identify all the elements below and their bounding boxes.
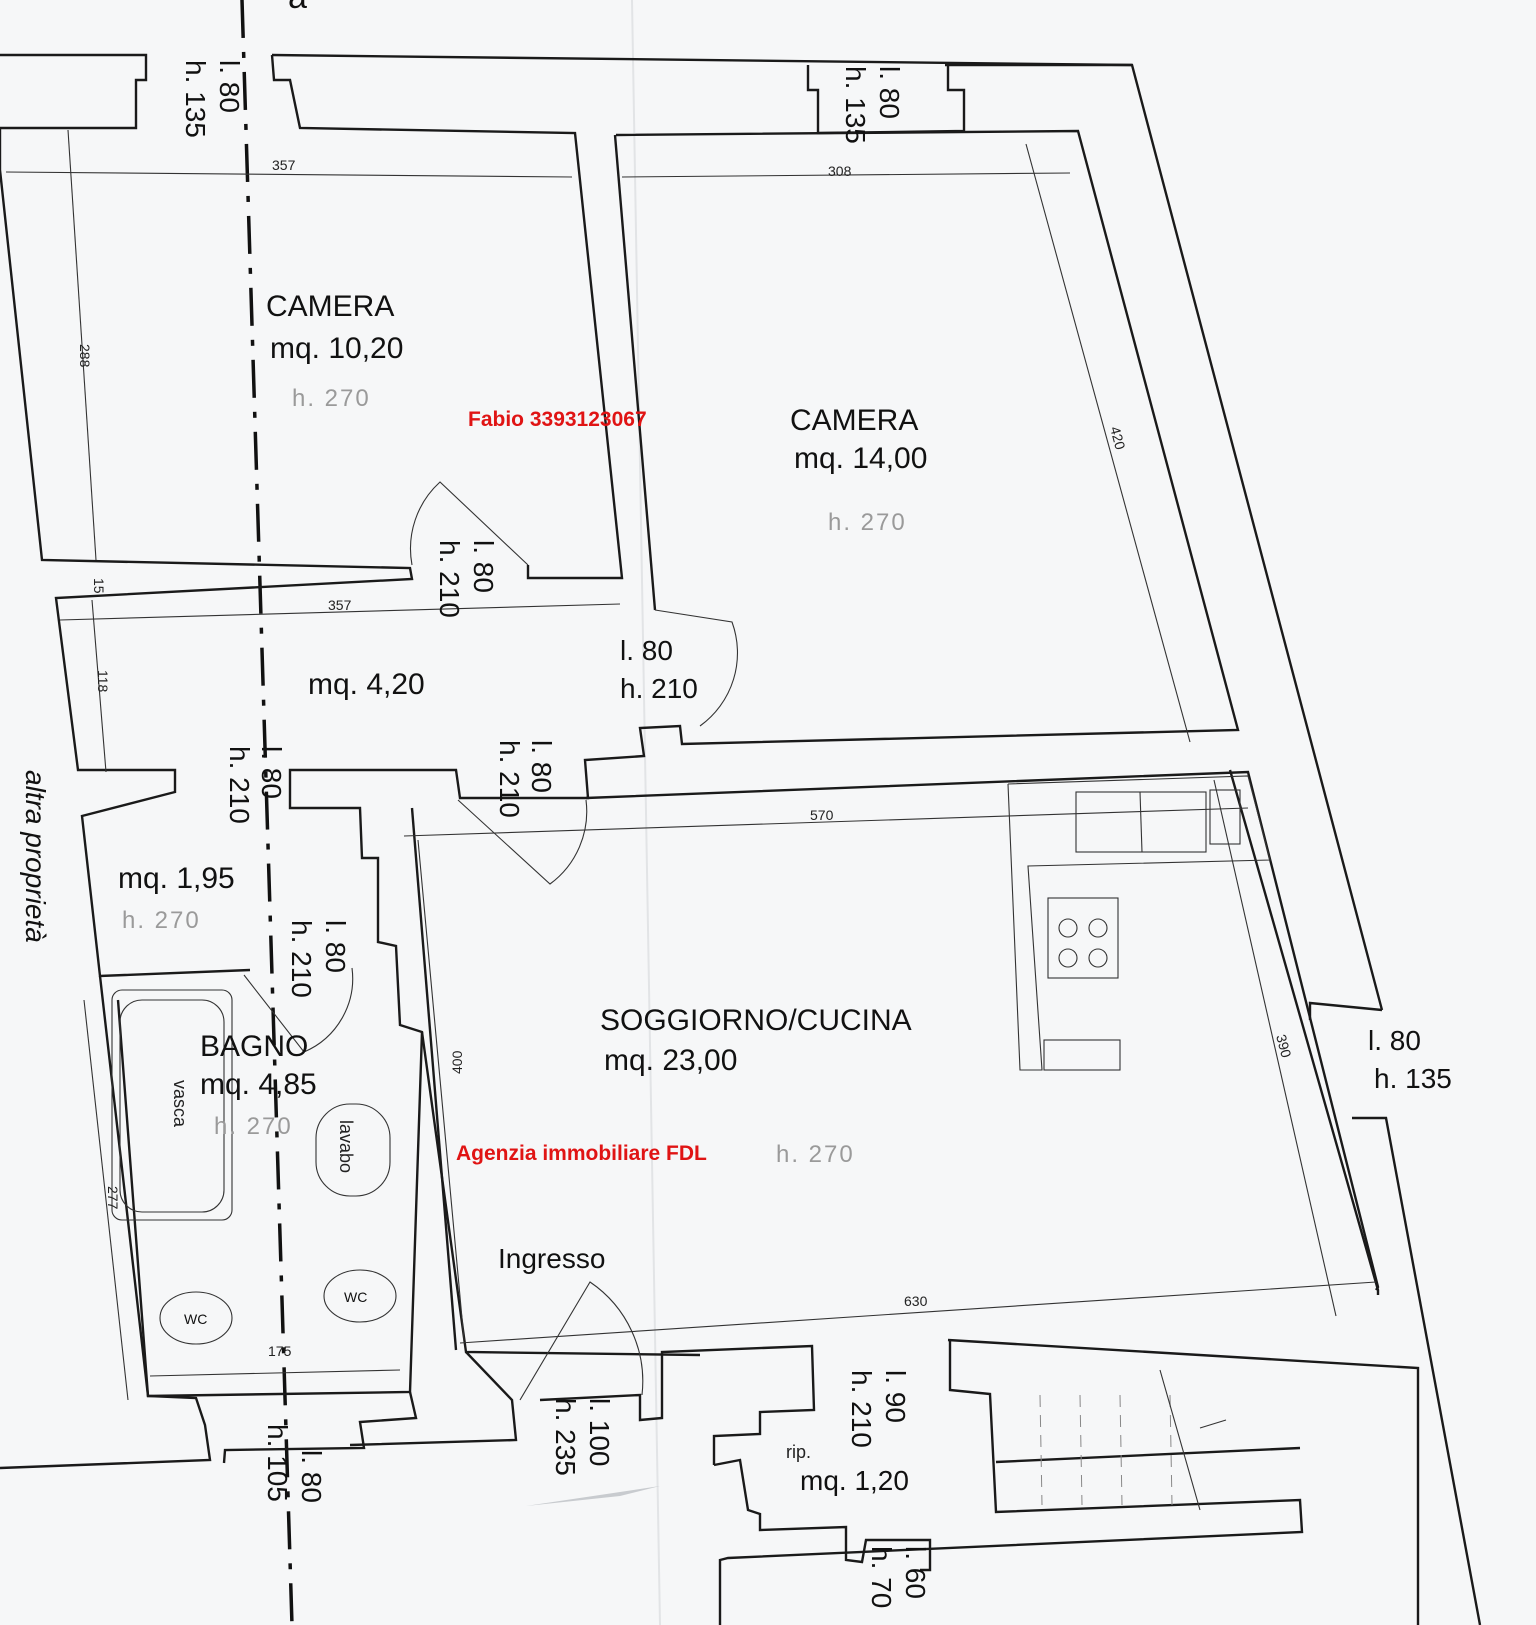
win-top-right-h: h. 135 xyxy=(840,66,871,144)
disimpegno-area: mq. 4,20 xyxy=(308,668,425,701)
dim-175: 175 xyxy=(268,1343,292,1359)
wc-label-2: WC xyxy=(344,1289,367,1305)
door-camera-left-h: h. 210 xyxy=(434,540,465,618)
camera-right-height: h. 270 xyxy=(828,509,907,536)
win-rip-h: h. 70 xyxy=(866,1546,897,1608)
dim-357-top: 357 xyxy=(272,157,296,173)
soggiorno-height: h. 270 xyxy=(776,1141,855,1168)
door-camera-right-l: l. 80 xyxy=(620,635,673,666)
walls xyxy=(0,53,1482,1625)
door-ingresso-l: l. 100 xyxy=(584,1398,615,1467)
dimension-lines xyxy=(5,129,1377,1401)
dim-420: 420 xyxy=(1107,425,1129,452)
door-antibagno-l: l. 80 xyxy=(256,746,287,799)
soggiorno-area: mq. 23,00 xyxy=(604,1044,737,1077)
ripostiglio-area: mq. 1,20 xyxy=(800,1465,909,1496)
camera-left-name: CAMERA xyxy=(266,290,394,323)
door-ingresso-h: h. 235 xyxy=(550,1398,581,1476)
camera-right-area: mq. 14,00 xyxy=(794,442,927,475)
door-soggiorno-h: h. 210 xyxy=(494,740,525,818)
camera-left-area: mq. 10,20 xyxy=(270,332,403,365)
entrance-shadow xyxy=(526,1486,660,1506)
bathtub-icon xyxy=(111,989,233,1221)
wc-label-1: WC xyxy=(184,1311,207,1327)
contact-annotation: Fabio 3393123067 xyxy=(468,408,647,431)
door-swings xyxy=(243,481,739,1401)
win-top-left-l: l. 80 xyxy=(214,60,245,113)
dim-400: 400 xyxy=(449,1050,465,1074)
dim-570: 570 xyxy=(810,807,834,823)
door-camera-left-l: l. 80 xyxy=(468,540,499,593)
door-bagno-h: h. 210 xyxy=(286,920,317,998)
win-right-h: h. 135 xyxy=(1374,1063,1452,1094)
dim-390: 390 xyxy=(1273,1033,1295,1060)
side-note: altra proprietà xyxy=(20,770,51,943)
dim-277: 277 xyxy=(105,1186,121,1210)
bagno-height: h. 270 xyxy=(214,1113,293,1140)
win-right-l: l. 80 xyxy=(1368,1025,1421,1056)
bathroom-fixtures xyxy=(111,989,397,1345)
dim-118: 118 xyxy=(95,670,111,693)
top-letter: a xyxy=(288,0,307,16)
door-camera-right-h: h. 210 xyxy=(620,673,698,704)
stove-icon xyxy=(1047,897,1119,979)
camera-left-height: h. 270 xyxy=(292,385,371,412)
dim-357-mid: 357 xyxy=(328,597,352,613)
ingresso-label: Ingresso xyxy=(498,1243,605,1274)
washbasin-icon xyxy=(315,1103,391,1197)
door-bagno-l: l. 80 xyxy=(320,920,351,973)
camera-right-name: CAMERA xyxy=(790,404,918,437)
agency-annotation: Agenzia immobiliare FDL xyxy=(456,1142,707,1165)
toilet-icon xyxy=(159,1291,233,1345)
kitchen-counter xyxy=(1007,775,1271,1071)
dim-308: 308 xyxy=(828,163,852,179)
bagno-name: BAGNO xyxy=(200,1030,308,1063)
door-rip-h: h. 210 xyxy=(846,1370,877,1448)
lavabo-label: lavabo xyxy=(336,1120,356,1173)
paper-fold xyxy=(631,0,661,1625)
vasca-label: vasca xyxy=(170,1080,190,1128)
door-soggiorno-l: l. 80 xyxy=(526,740,557,793)
door-antibagno-h: h. 210 xyxy=(224,746,255,824)
win-top-right-l: l. 80 xyxy=(874,66,905,119)
win-bottom-bagno-l: l. 80 xyxy=(296,1450,327,1503)
bagno-area: mq. 4,85 xyxy=(200,1068,317,1101)
dim-288: 288 xyxy=(77,344,93,368)
dim-630: 630 xyxy=(904,1293,928,1309)
stairs xyxy=(1039,1369,1227,1511)
antibagno-height: h. 270 xyxy=(122,907,201,934)
toilet-icon-2 xyxy=(323,1269,397,1323)
dim-15: 15 xyxy=(91,578,107,594)
door-rip-l: l. 90 xyxy=(880,1370,911,1423)
win-top-left-h: h. 135 xyxy=(180,60,211,138)
win-rip-l: l. 60 xyxy=(900,1546,931,1599)
property-boundary-line xyxy=(240,0,294,1625)
antibagno-area: mq. 1,95 xyxy=(118,862,235,895)
win-bottom-bagno-h: h. 105 xyxy=(262,1424,293,1502)
ripostiglio-name: rip. xyxy=(786,1442,811,1462)
soggiorno-name: SOGGIORNO/CUCINA xyxy=(600,1004,912,1037)
